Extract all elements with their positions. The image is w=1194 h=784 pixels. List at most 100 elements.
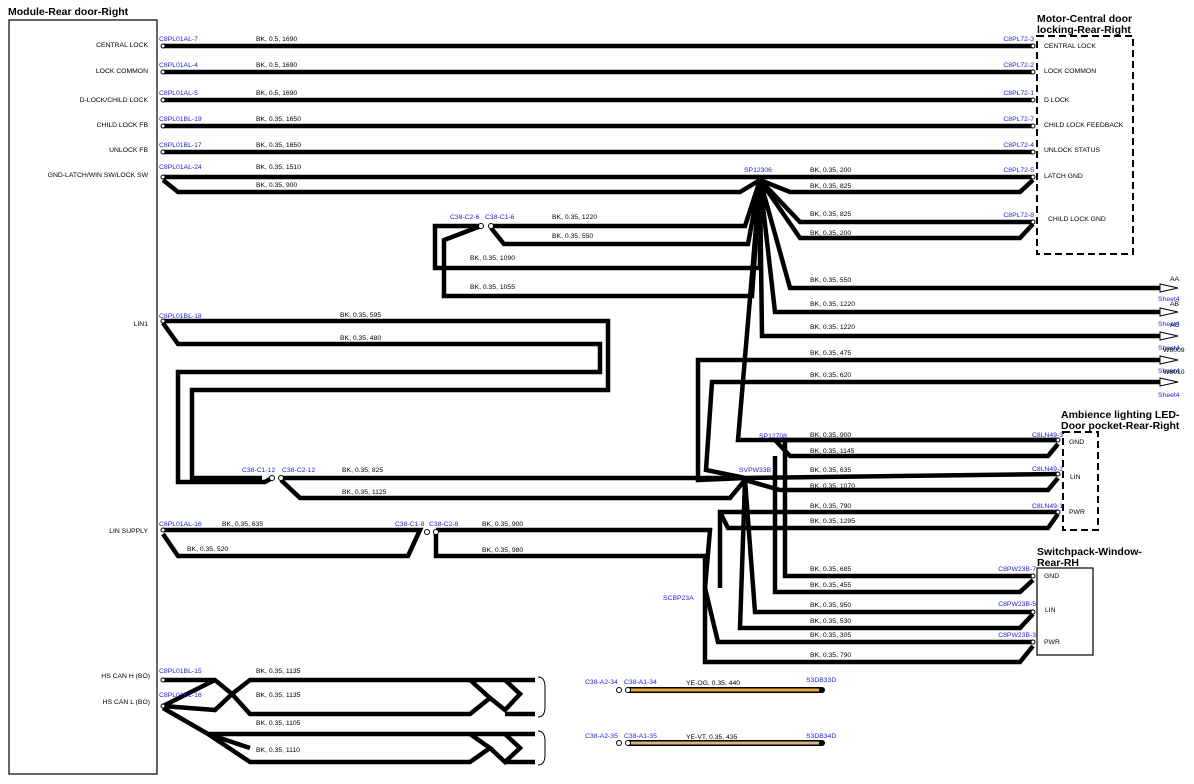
module-pin-lin1: LIN1 bbox=[134, 321, 149, 328]
wire-spec: BK, 0.35, 475 bbox=[810, 350, 851, 357]
motor-pin-central-lock: CENTRAL LOCK bbox=[1044, 43, 1096, 50]
offsheet-label: W8009 bbox=[1163, 347, 1185, 354]
conn-id-label: C8PL72-4 bbox=[1003, 142, 1034, 149]
module-box bbox=[8, 19, 158, 775]
conn-id-label: C8PL01BL-15 bbox=[159, 668, 202, 675]
connector-label: C38-C1-12 bbox=[242, 467, 275, 474]
wire-spec: BK, 0.35, 1090 bbox=[470, 255, 515, 262]
sheet-ref: Sheet4 bbox=[1158, 321, 1180, 328]
connector-pins bbox=[160, 43, 1061, 746]
sheet-ref: Sheet4 bbox=[1158, 368, 1180, 375]
wire-spec: BK, 0.35, 480 bbox=[340, 335, 381, 342]
wire-spec: BK, 0.35, 980 bbox=[482, 547, 523, 554]
offsheet-label: W8010 bbox=[1163, 369, 1185, 376]
wire-spec: BK, 0.35, 635 bbox=[222, 521, 263, 528]
wire-spec: BK, 0.35, 1220 bbox=[810, 301, 855, 308]
conn-id-label: C8PL01AL-16 bbox=[159, 521, 202, 528]
switchpack-pin-gnd: GND bbox=[1044, 573, 1059, 580]
connector-label: C38-C1-6 bbox=[485, 214, 515, 221]
conn-id-label: C8PL72-5 bbox=[1003, 167, 1034, 174]
module-pin-hs-can-l: HS CAN L (BO) bbox=[103, 699, 150, 706]
sheet-ref: Sheet4 bbox=[1158, 296, 1180, 303]
connector-label: C38-C2-12 bbox=[282, 467, 315, 474]
conn-id-label: C8PL01BL-18 bbox=[159, 313, 202, 320]
gnd-latch-wires bbox=[161, 174, 1160, 443]
connector-label: C38-C1-8 bbox=[395, 521, 425, 528]
sheet-ref: Sheet4 bbox=[1158, 345, 1180, 352]
switchpack-title-line1: Switchpack-Window- bbox=[1037, 546, 1142, 558]
connector-label: S3DB33D bbox=[806, 677, 836, 684]
wire-spec: BK, 0.35, 550 bbox=[552, 233, 593, 240]
wire-spec: BK, 0.35, 685 bbox=[810, 566, 851, 573]
motor-title-line1: Motor-Central door bbox=[1037, 13, 1132, 25]
wire-spec: BK, 0.5, 1690 bbox=[256, 36, 297, 43]
wire-spec: BK, 0.35, 1145 bbox=[810, 448, 855, 455]
connector-label: C38-A1-34 bbox=[624, 679, 657, 686]
ambience-title-line1: Ambience lighting LED- bbox=[1061, 409, 1180, 421]
offsheet-label: AB bbox=[1170, 301, 1180, 308]
offsheet-label: AC bbox=[1170, 322, 1180, 329]
wire-spec: BK, 0.35, 595 bbox=[340, 312, 381, 319]
wire-spec: BK, 0.5, 1690 bbox=[256, 90, 297, 97]
wire-spec: BK, 0.35, 950 bbox=[810, 602, 851, 609]
wire-spec: BK, 0.35, 1070 bbox=[810, 483, 855, 490]
module-pin-central-lock: CENTRAL LOCK bbox=[96, 42, 148, 49]
wire-spec: BK, 0.35, 200 bbox=[810, 167, 851, 174]
conn-id-label: C8PW23B-5 bbox=[998, 601, 1036, 608]
conn-id-label: C8PL01BL-19 bbox=[159, 116, 202, 123]
wire-spec: BK, 0.35, 305 bbox=[810, 632, 851, 639]
motor-pin-d-lock: D LOCK bbox=[1044, 97, 1070, 104]
wire-spec: BK, 0.35, 620 bbox=[810, 372, 851, 379]
wire-spec: BK, 0.35, 1135 bbox=[256, 668, 301, 675]
wire-spec-labels: BK, 0.5, 1690 BK, 0.5, 1690 BK, 0.5, 169… bbox=[187, 36, 855, 754]
wire-spec: BK, 0.35, 1650 bbox=[256, 116, 301, 123]
wire-spec: BK, 0.35, 200 bbox=[810, 230, 851, 237]
wire-spec: BK, 0.35, 1220 bbox=[810, 324, 855, 331]
can-wires bbox=[161, 676, 546, 766]
wire-spec: BK, 0.35, 1110 bbox=[256, 747, 300, 754]
splice-label: SCBP23A bbox=[663, 595, 694, 602]
wire-spec: BK, 0.35, 1510 bbox=[256, 164, 301, 171]
motor-component-box bbox=[1036, 35, 1134, 255]
lin-supply-wires bbox=[161, 527, 713, 589]
wire-spec: BK, 0.35, 455 bbox=[810, 582, 851, 589]
wire-spec: BK, 0.35, 635 bbox=[810, 467, 851, 474]
offsheet-label: AA bbox=[1170, 276, 1180, 283]
module-pin-unlock-fb: UNLOCK FB bbox=[109, 147, 148, 154]
wire-spec: YE-VT, 0.35, 435 bbox=[686, 734, 738, 741]
conn-id-label: C8LN49-3 bbox=[1032, 432, 1063, 439]
wire-spec: BK, 0.35, 550 bbox=[810, 277, 851, 284]
conn-id-label: C8LN49-1 bbox=[1032, 503, 1063, 510]
wire-spec: YE-OG, 0.35, 440 bbox=[686, 680, 740, 687]
conn-id-label: C8PL01BL-17 bbox=[159, 142, 202, 149]
conn-id-label: C8PL01AL-5 bbox=[159, 90, 198, 97]
wire-spec: BK, 0.35, 790 bbox=[810, 503, 851, 510]
offsheet-labels: AA Sheet4 AB Sheet4 AC Sheet4 W8009 Shee… bbox=[1158, 276, 1185, 399]
switchpack-pin-lin: LIN bbox=[1045, 607, 1056, 614]
wire-spec: BK, 0.35, 1650 bbox=[256, 142, 301, 149]
wire-spec: BK, 0.35, 530 bbox=[810, 618, 851, 625]
connector-label: C38-A1-35 bbox=[624, 733, 657, 740]
connector-id-labels: C8PL01AL-7 C8PL01AL-4 C8PL01AL-5 C8PL01B… bbox=[159, 36, 202, 699]
wire-spec: BK, 0.35, 900 bbox=[810, 432, 851, 439]
wire-spec: BK, 0.35, 1125 bbox=[342, 489, 387, 496]
ambience-pin-lin: LIN bbox=[1070, 474, 1081, 481]
splice-label: SP12306 bbox=[744, 167, 772, 174]
sheet-ref: Sheet4 bbox=[1158, 392, 1180, 399]
wire-spec: BK, 0.35, 1135 bbox=[256, 692, 301, 699]
motor-pin-child-lock-feedback: CHILD LOCK FEEDBACK bbox=[1044, 122, 1124, 129]
motor-pin-latch-gnd: LATCH GND bbox=[1044, 173, 1083, 180]
ambience-title-line2: Door pocket-Rear-Right bbox=[1061, 420, 1180, 432]
conn-id-label: C8PW23B-3 bbox=[998, 632, 1036, 639]
wire-spec: BK, 0.35, 1055 bbox=[470, 284, 515, 291]
module-pin-lin-supply: LIN SUPPLY bbox=[109, 528, 148, 535]
connector-label: S3DB34D bbox=[806, 733, 836, 740]
wire-spec: BK, 0.35, 825 bbox=[342, 467, 383, 474]
module-pin-hs-can-h: HS CAN H (BO) bbox=[101, 673, 150, 680]
can-colored-wires bbox=[628, 687, 825, 746]
motor-pin-unlock-status: UNLOCK STATUS bbox=[1044, 147, 1100, 154]
wire-spec: BK, 0.35, 900 bbox=[256, 182, 297, 189]
conn-id-label: C8PL72-1 bbox=[1003, 90, 1034, 97]
module-pin-child-lock-fb: CHILD LOCK FB bbox=[97, 122, 149, 129]
